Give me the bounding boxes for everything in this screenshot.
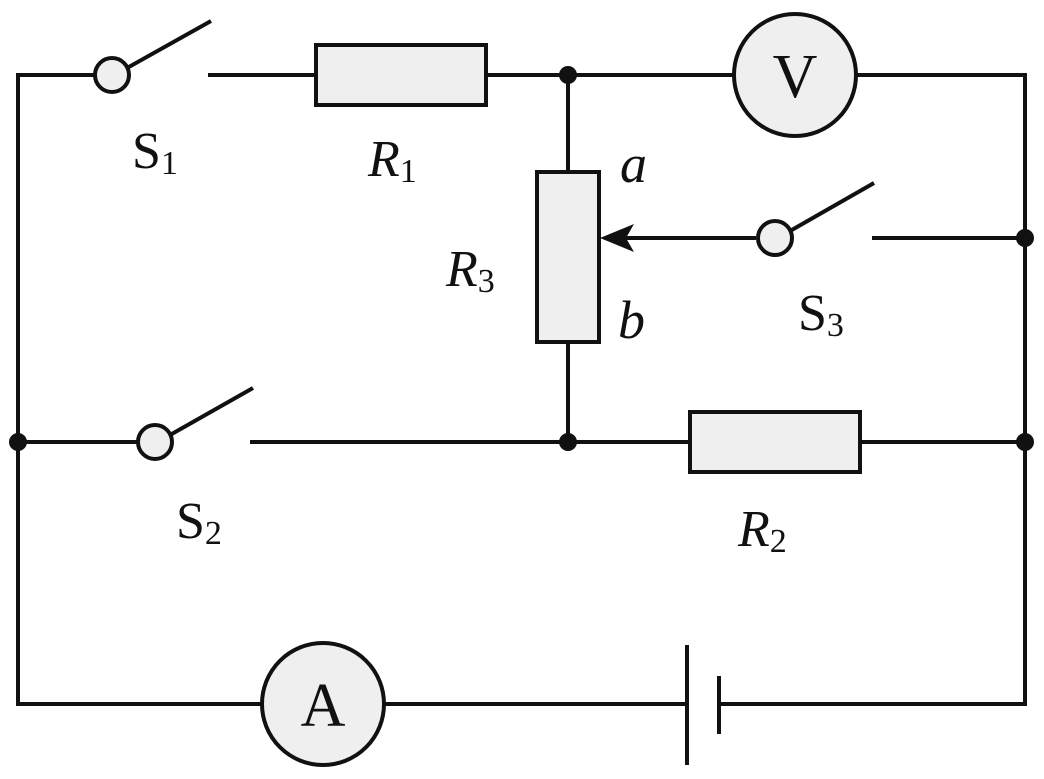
ammeter-symbol: A xyxy=(301,672,346,740)
rheostat-r3-label: R3 xyxy=(445,241,495,300)
switch-s3-pivot xyxy=(756,219,794,257)
junction-dot xyxy=(559,66,577,84)
rheostat-r3: R3 a b xyxy=(445,134,647,350)
junction-dot xyxy=(1016,229,1034,247)
switch-s2-pivot xyxy=(136,423,174,461)
voltmeter-symbol: V xyxy=(773,43,818,111)
junction-dot xyxy=(9,433,27,451)
switch-s2: S2 xyxy=(136,386,254,552)
voltmeter-circle xyxy=(732,12,858,138)
wires xyxy=(16,73,1027,706)
switch-s2-blade xyxy=(169,386,254,437)
rheostat-r3-body xyxy=(535,170,601,344)
resistor-r1-label: R1 xyxy=(367,131,417,190)
switch-s3-label: S3 xyxy=(798,285,844,344)
rheostat-slider-arrow-icon xyxy=(600,224,634,252)
switch-s1-pivot xyxy=(93,56,131,94)
junction-dot xyxy=(1016,433,1034,451)
resistor-r1: R1 xyxy=(314,43,488,190)
junctions xyxy=(9,66,1034,451)
switch-s1-blade xyxy=(126,19,212,70)
junction-dot xyxy=(559,433,577,451)
rheostat-end-b-label: b xyxy=(618,290,645,350)
switch-s2-label: S2 xyxy=(176,493,222,552)
switch-s3-blade xyxy=(789,181,875,233)
switch-s1: S1 xyxy=(93,19,212,182)
battery xyxy=(685,645,721,765)
rheostat-end-a-label: a xyxy=(620,134,647,194)
voltmeter: V xyxy=(732,12,858,138)
switch-s1-label: S1 xyxy=(132,123,178,182)
ammeter: A xyxy=(260,641,386,767)
resistor-r2-label: R2 xyxy=(737,501,787,560)
resistor-r2-body xyxy=(688,410,862,474)
switch-s3: S3 xyxy=(756,181,875,344)
ammeter-circle xyxy=(260,641,386,767)
resistor-r1-body xyxy=(314,43,488,107)
resistor-r2: R2 xyxy=(688,410,862,560)
